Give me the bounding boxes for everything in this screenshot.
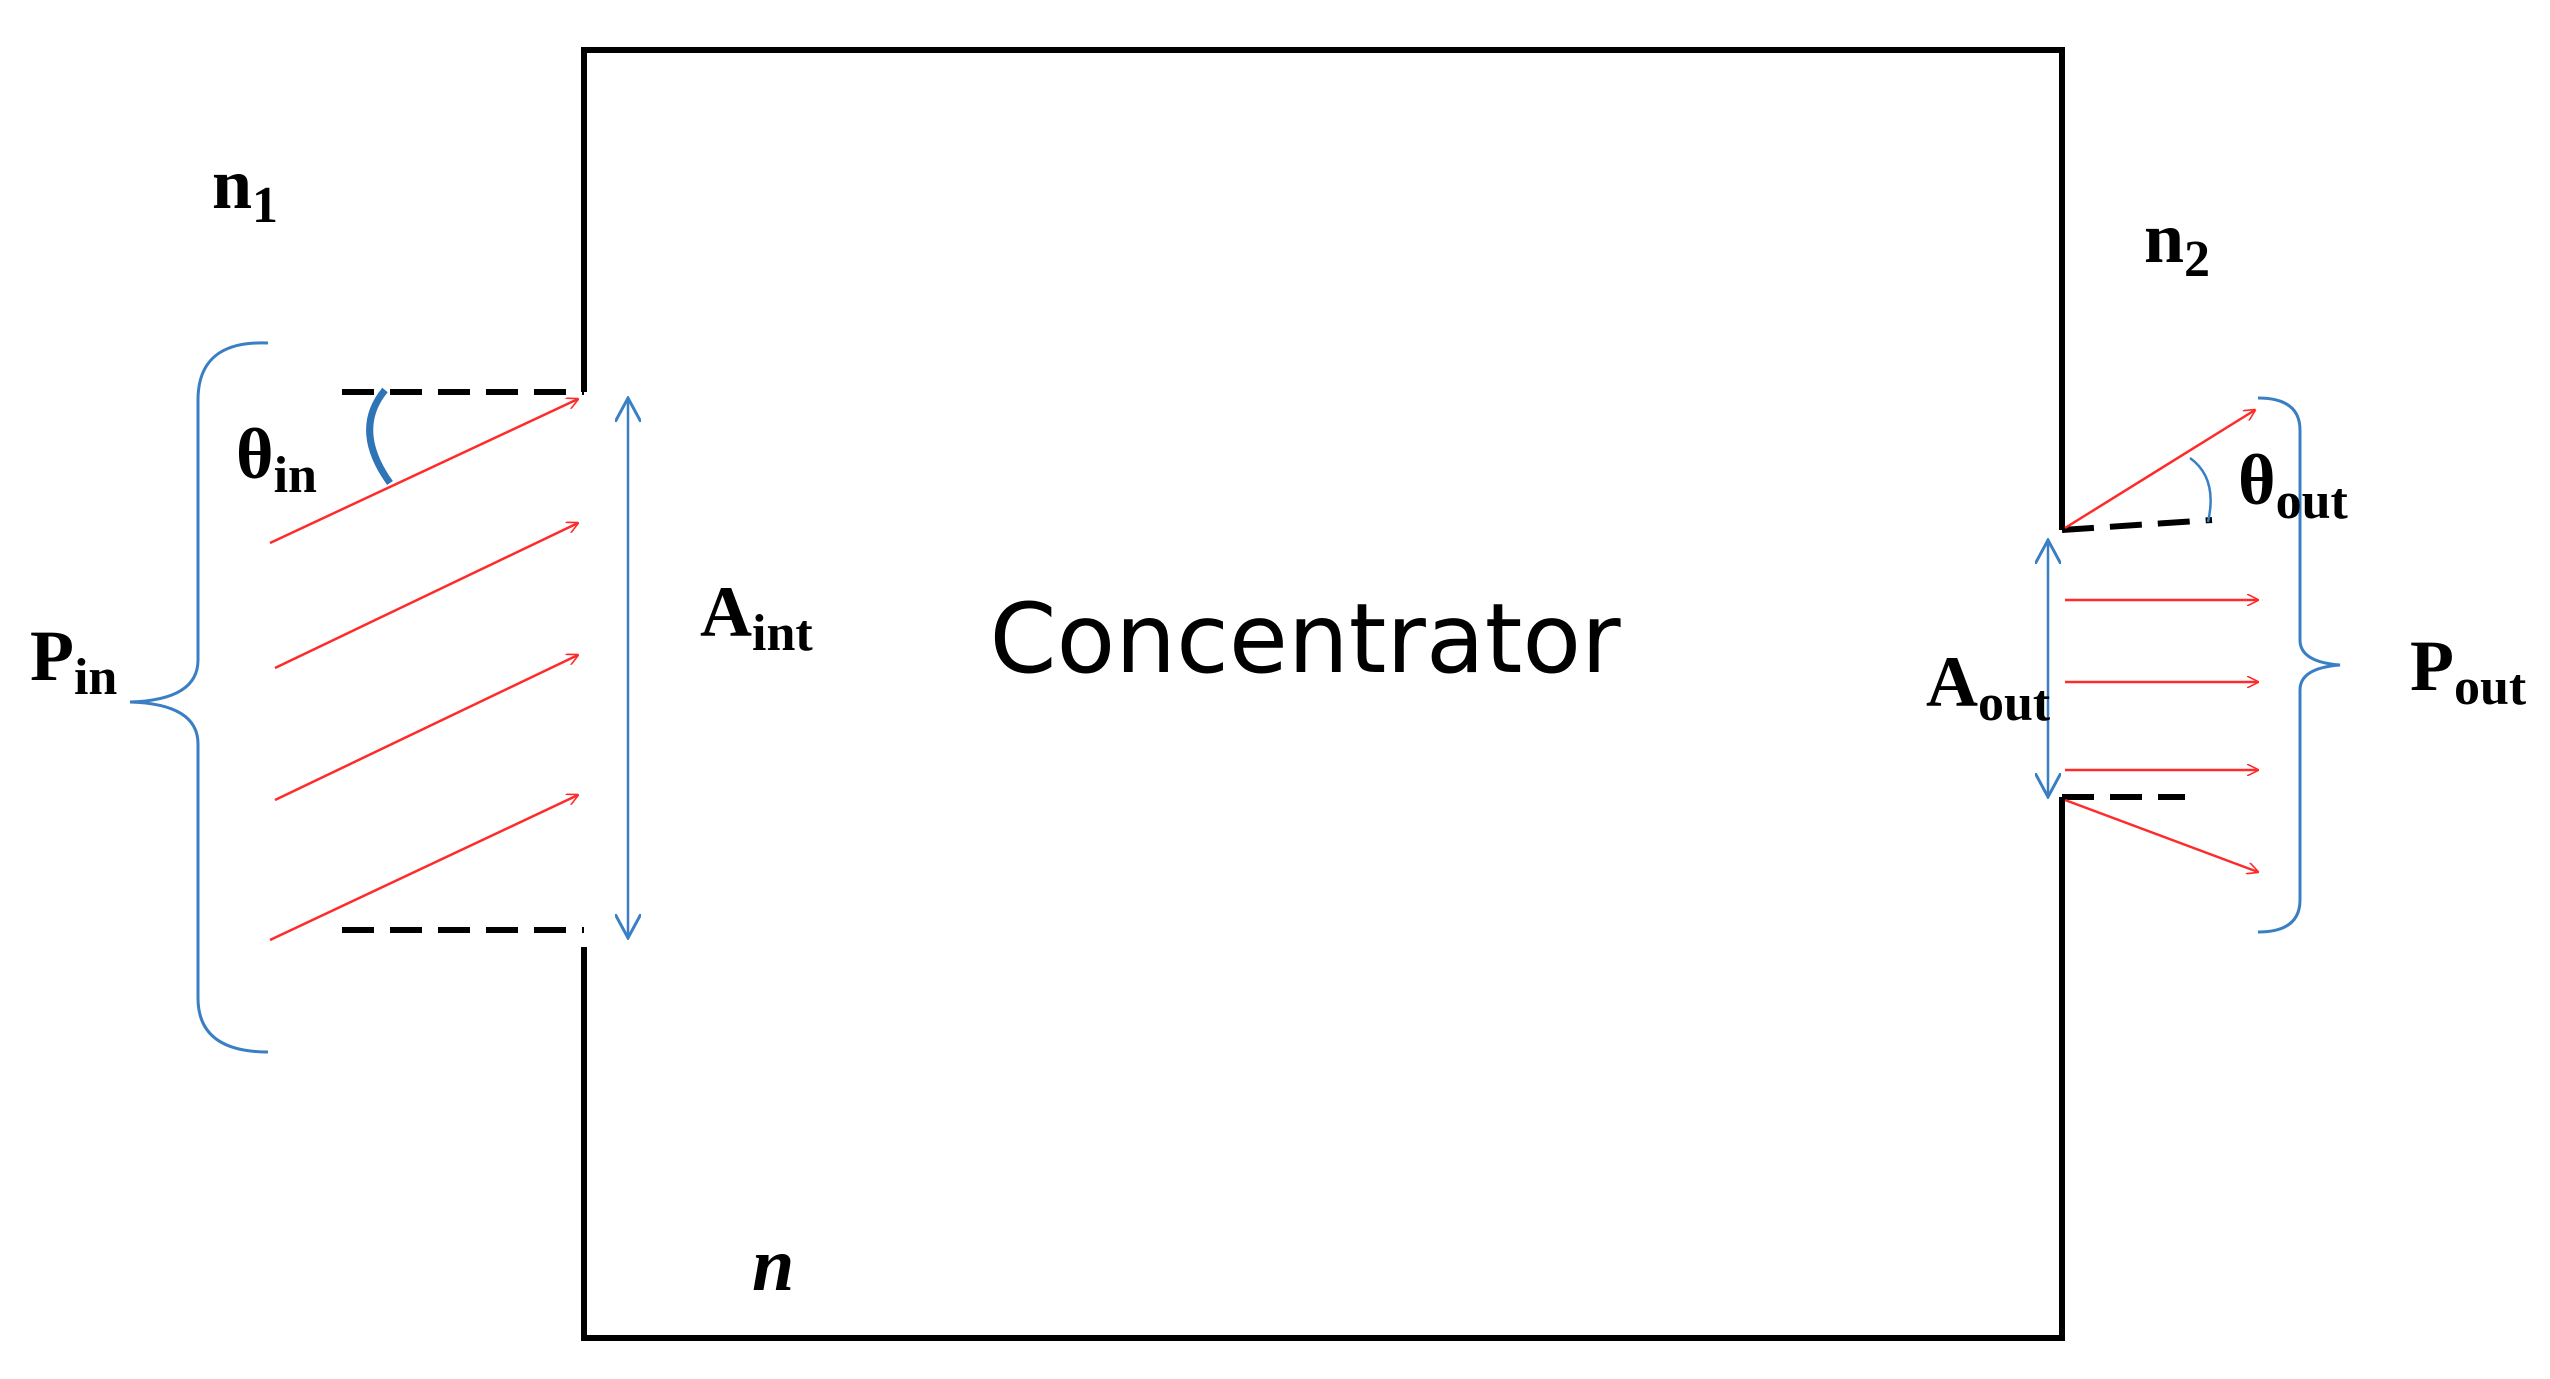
theta-in-sub: in bbox=[274, 447, 317, 504]
output-rays bbox=[2064, 410, 2258, 872]
area-out-sub: out bbox=[1978, 675, 2051, 732]
medium-out-sub: 2 bbox=[2184, 231, 2210, 288]
medium-in-base: n bbox=[212, 144, 252, 224]
theta-out-base: θ bbox=[2238, 440, 2276, 520]
output-aperture-top bbox=[2061, 517, 2213, 533]
power-out-sub: out bbox=[2454, 659, 2527, 716]
input-ray bbox=[269, 795, 578, 942]
power-out-base: P bbox=[2410, 626, 2454, 706]
area-in-label: Aint bbox=[700, 572, 813, 662]
input-power-brace bbox=[129, 341, 269, 1054]
output-ray bbox=[2064, 798, 2258, 872]
area-out-base: A bbox=[1926, 642, 1978, 722]
area-out-label: Aout bbox=[1926, 642, 2051, 732]
theta-in-arc bbox=[366, 387, 393, 486]
medium-out-base: n bbox=[2144, 198, 2184, 278]
input-ray bbox=[274, 655, 578, 802]
theta-out-label: θout bbox=[2238, 440, 2349, 530]
theta-in-base: θ bbox=[236, 414, 274, 494]
medium-in-sub: 1 bbox=[252, 177, 278, 234]
power-in-sub: in bbox=[74, 649, 117, 706]
output-ray bbox=[2064, 410, 2255, 530]
theta-out-arc bbox=[2189, 456, 2212, 523]
area-in-base: A bbox=[700, 572, 752, 652]
power-in-label: Pin bbox=[30, 616, 117, 706]
input-rays bbox=[269, 399, 578, 942]
medium-out-label: n2 bbox=[2144, 198, 2210, 288]
theta-out-sub: out bbox=[2276, 473, 2349, 530]
concentrator-label: Concentrator bbox=[989, 583, 1621, 695]
power-in-base: P bbox=[30, 616, 74, 696]
concentrator-body bbox=[581, 47, 2065, 1341]
output-power-brace bbox=[2257, 396, 2341, 934]
theta-in-label: θin bbox=[236, 414, 317, 504]
input-ray bbox=[274, 523, 578, 670]
input-ray bbox=[269, 399, 578, 545]
area-in-sub: int bbox=[752, 605, 813, 662]
power-out-label: Pout bbox=[2410, 626, 2527, 716]
medium-in-label: n1 bbox=[212, 144, 278, 234]
medium-inside-label: n bbox=[752, 1223, 794, 1307]
